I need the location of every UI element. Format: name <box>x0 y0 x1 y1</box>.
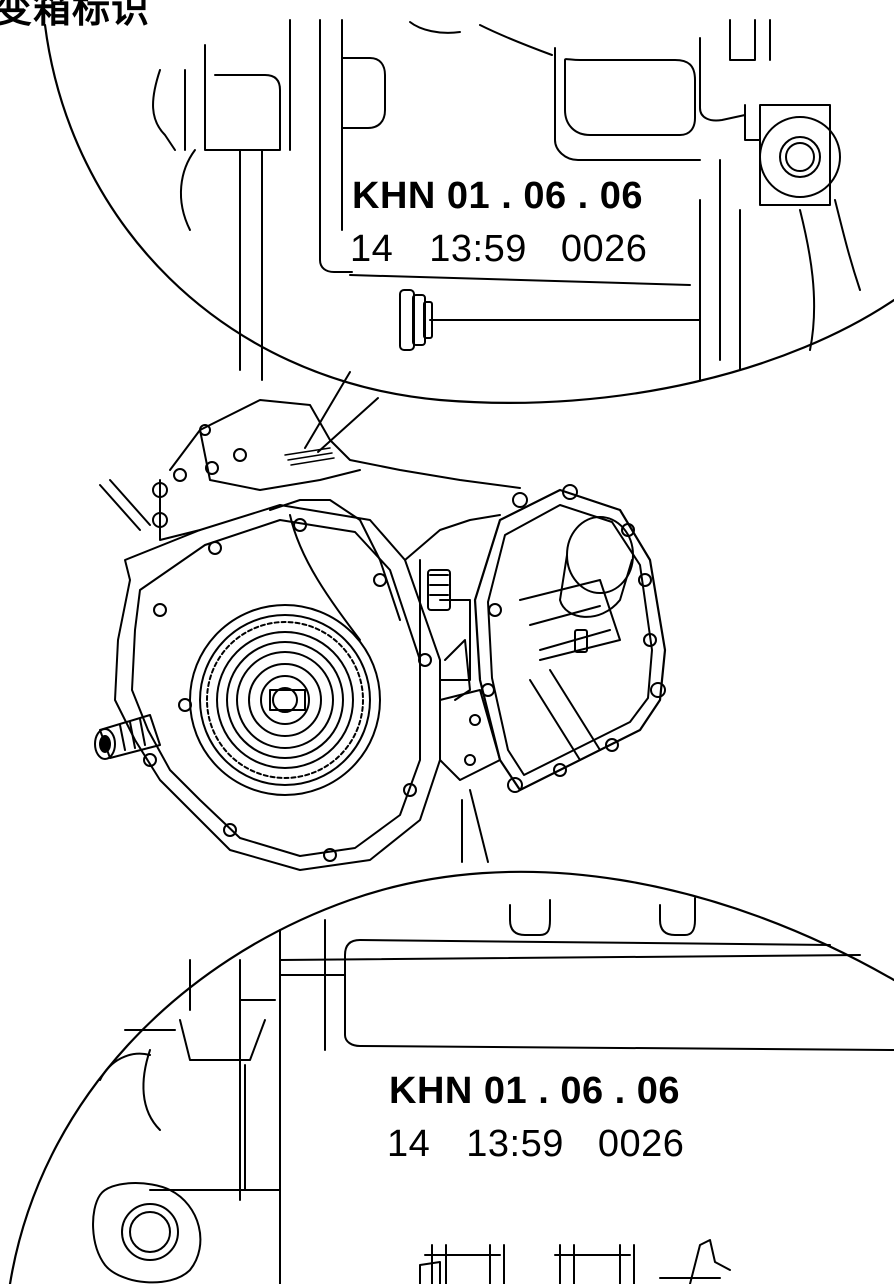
top-stamp-time: 13:59 <box>429 228 527 270</box>
top-stamp-day: 14 <box>350 228 394 270</box>
bottom-code-label: KHN 01 . 06 . 06 <box>389 1070 681 1112</box>
top-stamp-serial: 0026 <box>560 228 648 270</box>
bottom-stamp-serial: 0026 <box>597 1123 685 1165</box>
page-heading: 变箱标识 <box>0 0 151 31</box>
top-stamp-line: 14 13:59 0026 <box>350 228 647 271</box>
bottom-stamp-day: 14 <box>387 1123 431 1165</box>
transmission-assembly <box>94 399 667 871</box>
top-detail-callout <box>43 19 894 453</box>
bottom-detail-callout <box>8 870 894 1284</box>
bottom-stamp-line: 14 13:59 0026 <box>387 1123 684 1166</box>
top-code-label: KHN 01 . 06 . 06 <box>352 175 644 217</box>
bottom-stamp-time: 13:59 <box>466 1123 564 1165</box>
